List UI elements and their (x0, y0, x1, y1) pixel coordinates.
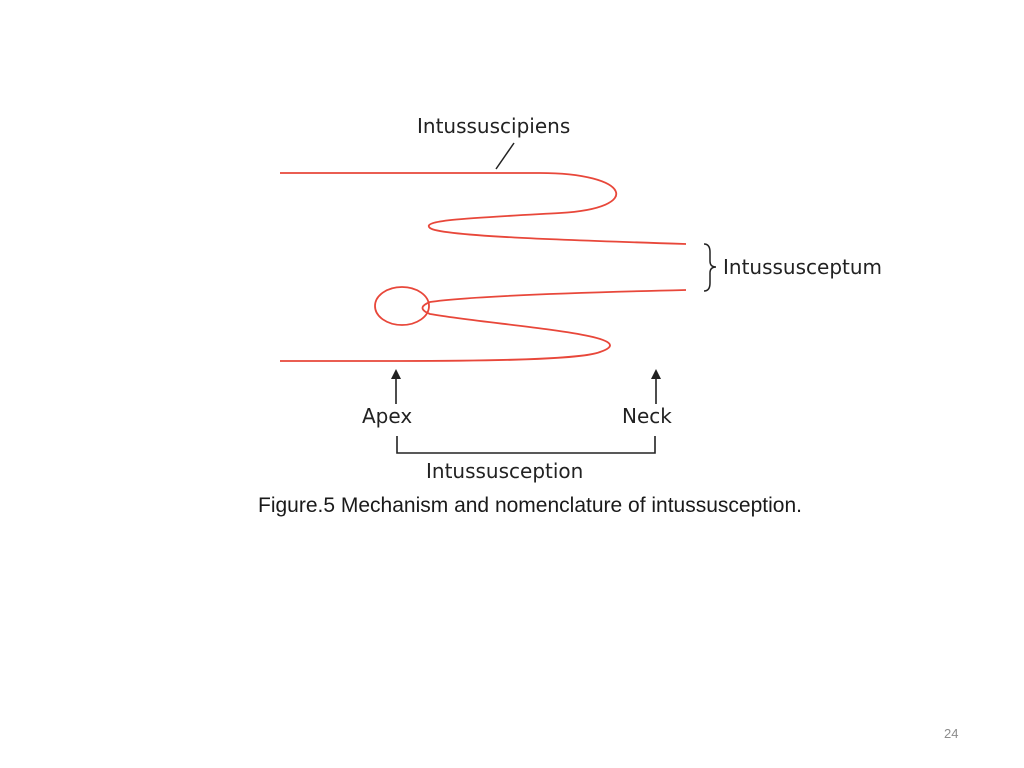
neck-label: Neck (622, 404, 672, 428)
intussusceptum-brace (703, 243, 717, 292)
intussusception-bracket (396, 436, 656, 454)
apex-label: Apex (362, 404, 412, 428)
intussusception-label: Intussusception (426, 459, 583, 483)
intussusceptum-label: Intussusceptum (723, 255, 882, 279)
inner-bowel-wall (280, 289, 687, 362)
figure-caption: Figure.5 Mechanism and nomenclature of i… (258, 494, 802, 517)
outer-bowel-wall-top (280, 172, 687, 245)
intussuscipiens-pointer (495, 142, 515, 170)
intussuscipiens-label: Intussuscipiens (417, 114, 570, 138)
apex-circle (374, 286, 430, 326)
page-number: 24 (944, 726, 959, 741)
